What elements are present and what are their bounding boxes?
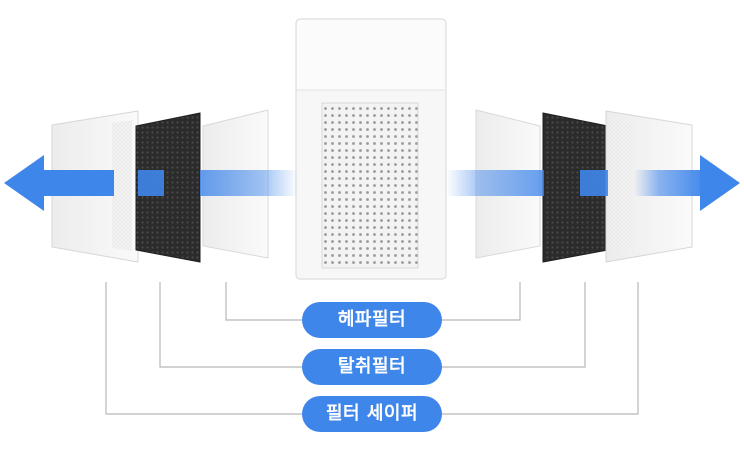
pre-line-left xyxy=(105,282,302,415)
filter-saver-label: 필터 세이퍼 xyxy=(302,396,442,432)
deodorizing-line-left xyxy=(159,282,302,368)
hepa-line-left xyxy=(225,282,302,321)
deodorizing-line-right xyxy=(442,282,586,368)
deodorizing-filter-label: 탈취필터 xyxy=(302,349,442,385)
arrow-left-icon xyxy=(4,155,44,211)
left-deodorizing-filter xyxy=(135,112,201,263)
hepa-filter-label: 헤파필터 xyxy=(302,302,442,338)
pre-line-right xyxy=(442,282,639,415)
right-airflow xyxy=(446,155,740,211)
left-airflow xyxy=(4,155,298,211)
air-purifier xyxy=(295,18,447,280)
hepa-line-right xyxy=(442,282,521,321)
arrow-right-icon xyxy=(700,155,740,211)
connector-lines xyxy=(105,282,639,415)
